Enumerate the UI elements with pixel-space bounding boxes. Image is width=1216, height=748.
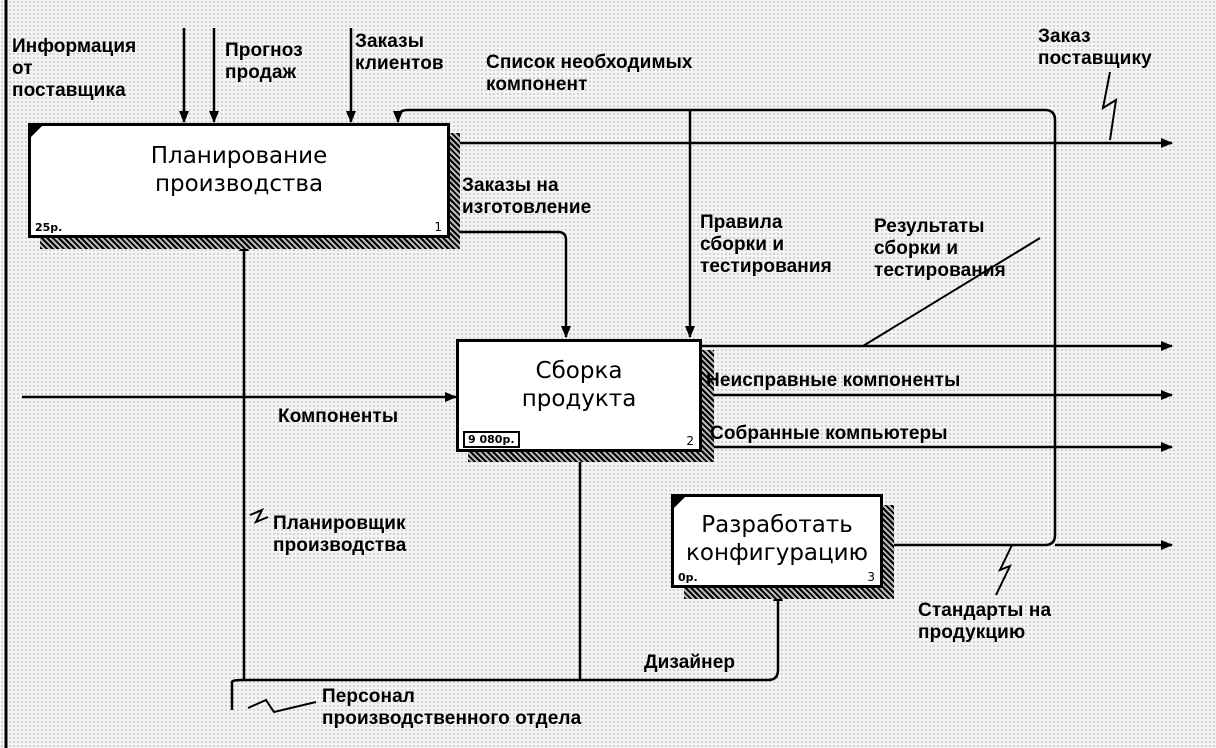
arrow-staff-entry — [230, 678, 245, 710]
box-title-line1: Сборка — [535, 358, 623, 384]
box-number: 1 — [434, 220, 442, 234]
label-assembled-pcs: Собранные компьютеры — [710, 423, 948, 444]
box-title-line2: продукта — [521, 386, 637, 412]
box-number: 2 — [686, 434, 694, 448]
box-planning[interactable]: Планирование производства 25р. 1 — [28, 123, 450, 238]
box-title-line1: Разработать — [701, 512, 853, 538]
label-components: Компоненты — [278, 406, 399, 427]
box-configuration[interactable]: Разработать конфигурацию 0р. 3 — [671, 494, 883, 588]
box-title-line2: конфигурацию — [686, 540, 868, 566]
label-faulty-parts: Неисправные компоненты — [706, 370, 961, 391]
arrow-feedback — [393, 108, 1057, 547]
box-title-line1: Планирование — [150, 143, 328, 169]
arrow-production-orders — [450, 230, 571, 338]
arrow-staff-bus — [244, 589, 783, 682]
box-number: 3 — [867, 570, 875, 584]
box-corner-marker — [674, 497, 685, 508]
box-title-line2: производства — [154, 171, 324, 197]
box-assembly[interactable]: Сборка продукта 9 080р. 2 — [456, 339, 702, 452]
box-cost: 9 080р. — [463, 431, 520, 448]
box-cost: 25р. — [35, 221, 63, 234]
box-corner-marker — [31, 126, 42, 137]
label-designer: Дизайнер — [644, 652, 736, 673]
box-cost: 0р. — [678, 571, 698, 584]
